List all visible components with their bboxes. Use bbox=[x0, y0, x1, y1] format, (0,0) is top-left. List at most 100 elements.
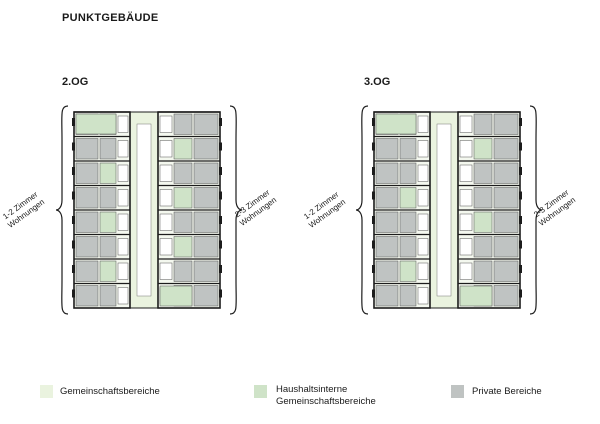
legend-label-household-line2: Gemeinschaftsbereiche bbox=[276, 396, 376, 407]
bathroom bbox=[417, 238, 429, 256]
facade-pier bbox=[372, 167, 375, 175]
legend-label-household: Haushaltsinterne Gemeinschaftsbereiche bbox=[276, 384, 376, 408]
private-room bbox=[75, 236, 99, 258]
bathroom bbox=[117, 115, 129, 133]
private-room bbox=[375, 285, 399, 307]
private-room bbox=[493, 236, 519, 258]
private-room bbox=[193, 285, 219, 307]
private-room bbox=[399, 138, 417, 160]
facade-pier bbox=[519, 191, 522, 200]
private-room bbox=[399, 285, 417, 307]
private-room bbox=[473, 162, 493, 184]
private-room bbox=[493, 187, 519, 209]
private-room bbox=[173, 260, 193, 282]
private-room bbox=[473, 113, 493, 135]
private-room bbox=[493, 285, 519, 307]
private-room bbox=[473, 187, 493, 209]
bathroom bbox=[417, 140, 429, 158]
private-room bbox=[375, 162, 399, 184]
floor-label-2og: 2.OG bbox=[62, 76, 89, 88]
bathroom bbox=[417, 164, 429, 182]
private-room bbox=[399, 211, 417, 233]
bathroom bbox=[417, 287, 429, 305]
facade-pier bbox=[519, 142, 522, 151]
private-room bbox=[493, 211, 519, 233]
private-room bbox=[193, 236, 219, 258]
household-space bbox=[473, 138, 493, 160]
bathroom bbox=[459, 140, 473, 158]
bathroom bbox=[117, 140, 129, 158]
private-room bbox=[99, 236, 117, 258]
private-room bbox=[399, 236, 417, 258]
facade-pier bbox=[519, 265, 522, 273]
private-room bbox=[473, 236, 493, 258]
bathroom bbox=[117, 287, 129, 305]
left-bracket bbox=[355, 105, 369, 315]
facade-pier bbox=[72, 118, 75, 126]
facade-pier bbox=[219, 289, 222, 298]
private-room bbox=[75, 260, 99, 282]
legend-swatch-communal bbox=[40, 385, 53, 398]
bathroom bbox=[117, 164, 129, 182]
household-space bbox=[99, 211, 117, 233]
household-space bbox=[159, 285, 193, 307]
legend-label-household-line1: Haushaltsinterne bbox=[276, 384, 348, 395]
facade-pier bbox=[372, 289, 375, 298]
facade-pier bbox=[519, 118, 522, 126]
bathroom bbox=[159, 262, 173, 280]
household-space bbox=[75, 113, 117, 135]
private-room bbox=[493, 138, 519, 160]
private-room bbox=[493, 113, 519, 135]
bathroom bbox=[117, 213, 129, 231]
facade-pier bbox=[372, 240, 375, 249]
facade-pier bbox=[372, 191, 375, 200]
right-bracket bbox=[229, 105, 243, 315]
left-unit-label-3og: 1-2 Zimmer Wohnungen bbox=[301, 189, 348, 230]
private-room bbox=[193, 138, 219, 160]
light-well bbox=[436, 123, 452, 297]
facade-pier bbox=[219, 167, 222, 175]
private-room bbox=[375, 260, 399, 282]
light-well bbox=[136, 123, 152, 297]
private-room bbox=[375, 138, 399, 160]
household-space bbox=[375, 113, 417, 135]
facade-pier bbox=[72, 142, 75, 151]
household-space bbox=[99, 260, 117, 282]
bathroom bbox=[159, 189, 173, 207]
private-room bbox=[193, 187, 219, 209]
household-space bbox=[399, 187, 417, 209]
household-space bbox=[459, 285, 493, 307]
facade-pier bbox=[72, 216, 75, 224]
private-room bbox=[193, 162, 219, 184]
private-room bbox=[75, 187, 99, 209]
private-room bbox=[75, 162, 99, 184]
facade-pier bbox=[519, 240, 522, 249]
private-room bbox=[493, 260, 519, 282]
private-room bbox=[493, 162, 519, 184]
bathroom bbox=[117, 238, 129, 256]
private-room bbox=[99, 187, 117, 209]
bathroom bbox=[459, 213, 473, 231]
private-room bbox=[75, 138, 99, 160]
facade-pier bbox=[372, 265, 375, 273]
facade-pier bbox=[72, 265, 75, 273]
facade-pier bbox=[219, 191, 222, 200]
bathroom bbox=[459, 262, 473, 280]
private-room bbox=[375, 187, 399, 209]
household-space bbox=[473, 211, 493, 233]
bathroom bbox=[117, 262, 129, 280]
facade-pier bbox=[219, 265, 222, 273]
bathroom bbox=[117, 189, 129, 207]
bathroom bbox=[159, 238, 173, 256]
household-space bbox=[399, 260, 417, 282]
household-space bbox=[173, 187, 193, 209]
private-room bbox=[75, 211, 99, 233]
private-room bbox=[173, 162, 193, 184]
bathroom bbox=[417, 262, 429, 280]
legend-swatch-household bbox=[254, 385, 267, 398]
floor-plan-2og bbox=[55, 105, 243, 315]
household-space bbox=[173, 138, 193, 160]
facade-pier bbox=[372, 142, 375, 151]
facade-pier bbox=[72, 191, 75, 200]
household-space bbox=[99, 162, 117, 184]
